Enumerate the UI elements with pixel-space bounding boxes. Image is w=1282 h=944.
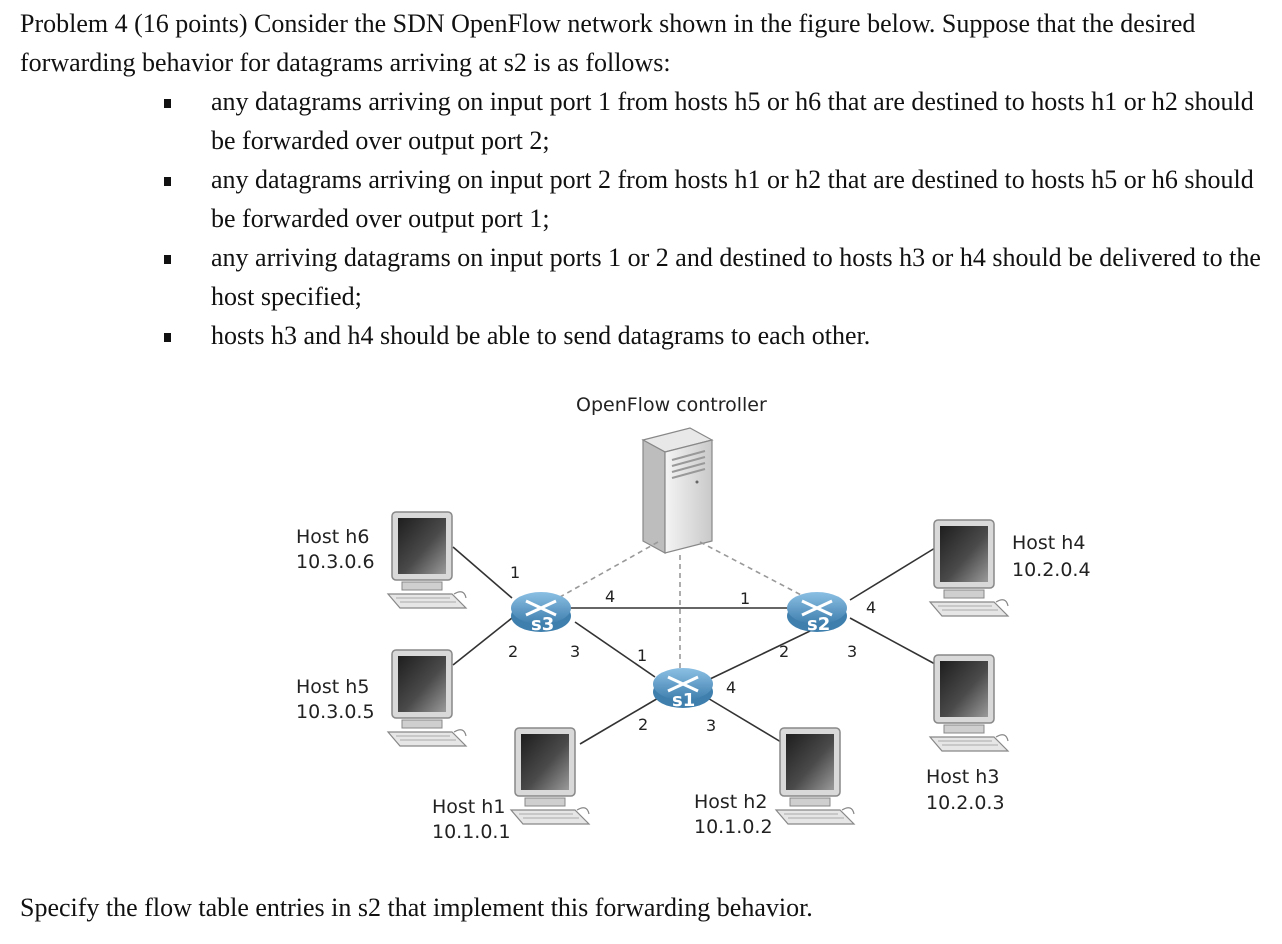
port-number: 1 [510, 563, 520, 582]
computer-icon [510, 727, 590, 825]
port-number: 4 [605, 587, 615, 606]
host-ip: 10.2.0.3 [926, 792, 1005, 814]
port-number: 3 [570, 642, 580, 661]
port-number: 3 [847, 642, 857, 661]
host-ip: 10.3.0.6 [296, 551, 375, 573]
host-ip: 10.3.0.5 [296, 701, 375, 723]
problem-intro: Problem 4 (16 points) Consider the SDN O… [20, 9, 1196, 77]
computer-icon [929, 519, 1009, 617]
computer-icon [775, 727, 855, 825]
requirement-text: any datagrams arriving on input port 2 f… [211, 165, 1254, 233]
requirement-text: hosts h3 and h4 should be able to send d… [211, 321, 871, 350]
host-name: Host h3 [926, 766, 999, 788]
requirement-list: any datagrams arriving on input port 1 f… [164, 82, 1274, 355]
requirement-text: any arriving datagrams on input ports 1 … [211, 243, 1261, 311]
host-name: Host h6 [296, 526, 369, 548]
port-number: 2 [779, 642, 789, 661]
host-ip: 10.2.0.4 [1012, 559, 1091, 581]
port-number: 1 [740, 589, 750, 608]
host-name: Host h1 [432, 796, 505, 818]
host-name: Host h5 [296, 676, 369, 698]
port-number: 2 [508, 642, 518, 661]
switch-s2: s2 [787, 592, 847, 635]
host-ip: 10.1.0.1 [432, 821, 511, 843]
port-number: 4 [726, 678, 736, 697]
port-number: 3 [706, 716, 716, 735]
host-ip: 10.1.0.2 [694, 816, 773, 838]
controller-label: OpenFlow controller [576, 394, 767, 416]
switch-s3: s3 [511, 592, 571, 635]
switch-label: s3 [531, 614, 554, 635]
switch-s1: s1 [653, 668, 713, 711]
bullet-square-icon [164, 177, 171, 186]
computer-icon [387, 511, 467, 609]
switch-label: s1 [672, 690, 695, 711]
list-item: hosts h3 and h4 should be able to send d… [164, 316, 1274, 355]
server-icon [641, 427, 714, 555]
host-name: Host h2 [694, 791, 767, 813]
list-item: any datagrams arriving on input port 1 f… [164, 82, 1274, 160]
port-number: 1 [637, 646, 647, 665]
requirement-text: any datagrams arriving on input port 1 f… [211, 87, 1254, 155]
list-item: any arriving datagrams on input ports 1 … [164, 238, 1274, 316]
port-number: 2 [638, 715, 648, 734]
list-item: any datagrams arriving on input port 2 f… [164, 160, 1274, 238]
computer-icon [929, 654, 1009, 752]
bullet-square-icon [164, 255, 171, 264]
bullet-square-icon [164, 333, 171, 342]
control-links [559, 541, 806, 668]
bullet-square-icon [164, 99, 171, 108]
data-links [452, 546, 936, 746]
port-number: 4 [866, 598, 876, 617]
host-name: Host h4 [1012, 532, 1085, 554]
switch-label: s2 [807, 614, 830, 635]
question-text: Specify the flow table entries in s2 tha… [20, 893, 813, 922]
